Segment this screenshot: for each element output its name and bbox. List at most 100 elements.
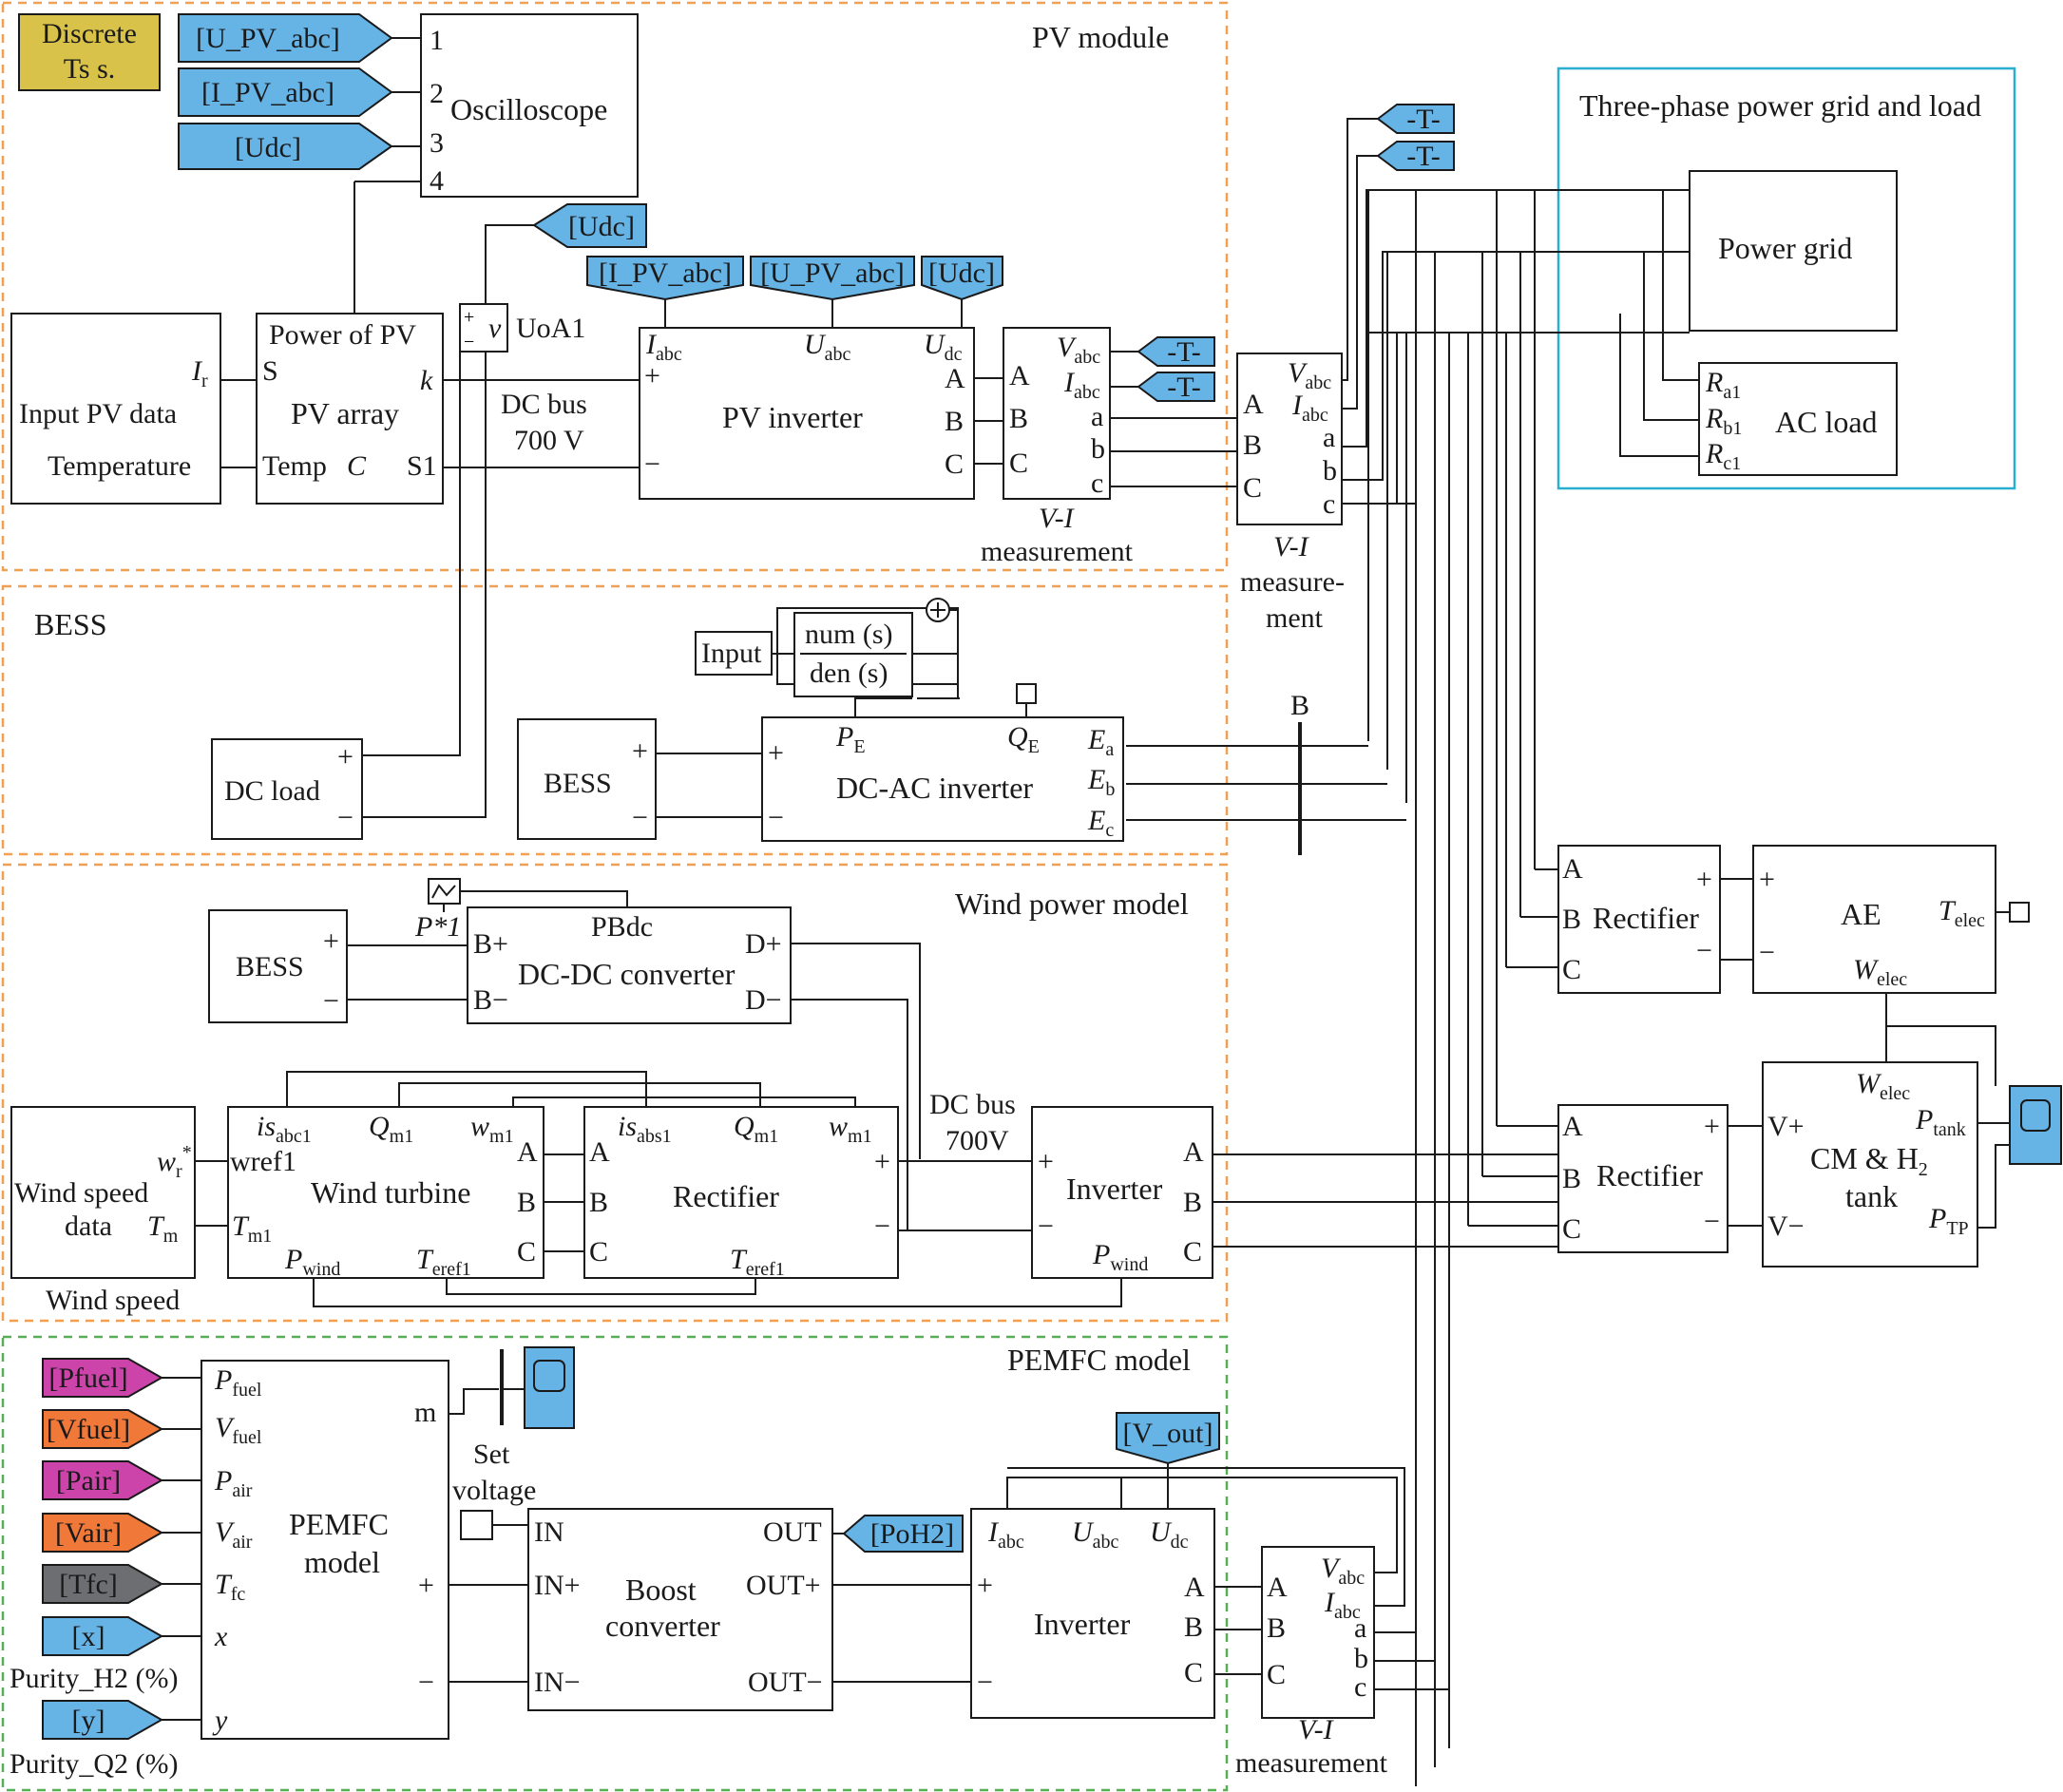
svg-text:C: C [517,1236,536,1268]
ae-rectifier-block[interactable]: A B C Rectifier + − [1557,845,1721,994]
cm-h2-tank-block[interactable]: V+ V− Welec Ptank PTP CM & H2 tank [1762,1061,1978,1268]
svg-text:Iabc: Iabc [1291,390,1328,426]
tag-t-vi2-i[interactable]: -T- [1376,141,1455,172]
ac-load-block[interactable]: Ra1 Rb1 Rc1 AC load [1698,362,1898,476]
svg-text:A: A [1267,1572,1288,1603]
ae-block[interactable]: + − AE Telec Welec [1752,845,1996,994]
svg-text:a: a [1091,401,1103,432]
scope-pemfc[interactable] [524,1346,575,1429]
pv-inverter-block[interactable]: Iabc Uabc Udc + − PV inverter A B C [639,327,975,500]
oscilloscope-block[interactable]: 1 2 3 4 Oscilloscope [420,13,639,198]
svg-text:+: + [464,307,474,328]
svg-text:+: + [418,1570,434,1601]
svg-text:c: c [1091,467,1103,499]
tag-y[interactable]: [y] [42,1700,164,1740]
input-block[interactable]: Input [695,631,773,676]
tag-v-out[interactable]: [V_out] [1116,1412,1220,1465]
cm-rectifier-block[interactable]: A B C Rectifier + − [1557,1104,1729,1253]
dcload-wires [352,352,487,818]
svg-text:C: C [1267,1659,1286,1690]
tag-pair[interactable]: [Pair] [42,1460,164,1500]
step-source[interactable] [428,878,461,905]
tag-t-vi1-i[interactable]: -T- [1137,372,1215,403]
tag-pfuel[interactable]: [Pfuel] [42,1358,164,1398]
vi1-measurement: measurement [981,536,1134,567]
svg-text:+: + [1696,864,1712,895]
telec-input[interactable] [2009,902,2030,923]
svg-text:Teref1: Teref1 [416,1244,471,1280]
svg-text:IN: IN [534,1516,564,1548]
tag-u-pv-abc-inv[interactable]: [U_PV_abc] [750,256,915,301]
pvinv-iabc: Iabc [645,329,682,365]
svg-text:OUT−: OUT− [748,1667,823,1698]
wind-speed-data-block[interactable]: Wind speed data wr* Tm [10,1106,196,1279]
tag-i-pv-abc-inv[interactable]: [I_PV_abc] [586,256,744,301]
svg-text:[U_PV_abc]: [U_PV_abc] [760,257,905,289]
svg-text:[y]: [y] [72,1705,105,1736]
scope-right[interactable] [2009,1085,2062,1165]
vi-measurement-1[interactable]: A B C Vabc Iabc a b c [1003,327,1111,500]
ae-rect-in-wires [1505,190,1558,968]
pv-array-block[interactable]: Power of PV S k PV array Temp C S1 [256,313,444,505]
tag-vair[interactable]: [Vair] [42,1513,164,1553]
grid-region-title: Three-phase power grid and load [1579,88,1981,123]
wind-inverter-block[interactable]: + − Inverter A B C Pwind [1031,1106,1213,1279]
svg-text:C: C [1562,1213,1581,1245]
wind-rectifier-block[interactable]: isabs1 Qm1 wm1 A B C Rectifier Teref1 + … [583,1106,899,1280]
svg-text:B: B [1267,1612,1286,1644]
tag-t-vi2-v[interactable]: -T- [1376,104,1455,135]
vi3-feedback-wires [1007,1467,1405,1607]
tag-udc-from-meter[interactable]: [Udc] [532,203,647,248]
svg-text:−: − [1704,1206,1720,1237]
dc-dc-converter-block[interactable]: PBdc B+ B− D+ D− DC-DC converter [467,906,792,1024]
svg-text:−: − [1038,1211,1054,1242]
bess-block-2[interactable]: BESS + − [208,909,348,1023]
tag-udc-osc[interactable]: [Udc] [178,123,393,170]
set-voltage-input[interactable] [460,1510,493,1540]
vi2-measure: measure- [1240,566,1345,598]
acload-wires [1619,190,1699,457]
vi-measurement-2[interactable]: A B C Vabc Iabc a b c [1236,353,1343,525]
svg-text:A: A [589,1136,610,1168]
tag-tfc[interactable]: [Tfc] [42,1564,164,1604]
vi-measurement-3[interactable]: A B C Vabc Iabc a b c [1261,1546,1375,1719]
wind-turbine-block[interactable]: isabc1 Qm1 wm1 wref1 Tm1 Wind turbine Pw… [227,1106,544,1280]
boost-label: Boost [625,1573,697,1607]
boost-converter-block[interactable]: IN IN+ IN− OUT OUT+ OUT− Boost converter [527,1508,833,1711]
bus-b-label: B [1290,690,1309,721]
trunk-wires-2 [1367,190,1407,803]
tag-udc-inv[interactable]: [Udc] [921,256,1003,301]
svg-text:−: − [644,448,660,480]
transfer-function-block[interactable]: num (s) den (s) [793,612,913,697]
svg-text:Welec: Welec [1856,1068,1910,1104]
voltage-meter-uoa1[interactable]: + − v UoA1 [459,303,585,353]
pvinv-uabc: Uabc [804,329,851,365]
qe-input[interactable] [1016,683,1037,704]
vi3-measurement: measurement [1235,1747,1388,1779]
svg-text:data: data [65,1211,112,1242]
fc-inverter-block[interactable]: Iabc Uabc Udc + − Inverter A B C [970,1508,1215,1719]
svg-text:Ec: Ec [1087,805,1114,841]
tag-u-pv-abc-osc[interactable]: [U_PV_abc] [178,13,393,63]
tag-vfuel[interactable]: [Vfuel] [42,1409,164,1449]
input-pv-data-block[interactable]: Ir Input PV data Temperature [10,313,221,505]
bess-block-1[interactable]: BESS + − [517,718,657,840]
tag-x[interactable]: [x] [42,1616,164,1656]
pv-array-label: PV array [291,396,399,430]
tag-t-vi1-v[interactable]: -T- [1137,336,1215,368]
dc-load-block[interactable]: DC load + − [211,738,363,840]
vi2-tag-wires [1342,118,1378,410]
svg-text:QE: QE [1007,721,1040,757]
svg-text:wm1: wm1 [470,1111,514,1147]
tag-i-pv-abc-osc[interactable]: [I_PV_abc] [178,67,393,117]
discrete-block[interactable]: Discrete Ts s. [18,13,161,91]
pemfc-model-block[interactable]: Pfuel Vfuel Pair Vair Tfc x y PEMFC mode… [201,1360,449,1740]
svg-text:A: A [517,1136,538,1168]
osc-port-4: 4 [430,165,444,197]
svg-text:Vabc: Vabc [1057,332,1100,368]
power-grid-block[interactable]: Power grid [1689,170,1898,332]
tag-poh2[interactable]: [PoH2] [842,1515,964,1553]
svg-text:-T-: -T- [1406,104,1441,135]
dc-ac-inverter-block[interactable]: + − PE QE DC-AC inverter Ea Eb Ec [761,716,1124,842]
svg-text:[Udc]: [Udc] [928,257,995,289]
